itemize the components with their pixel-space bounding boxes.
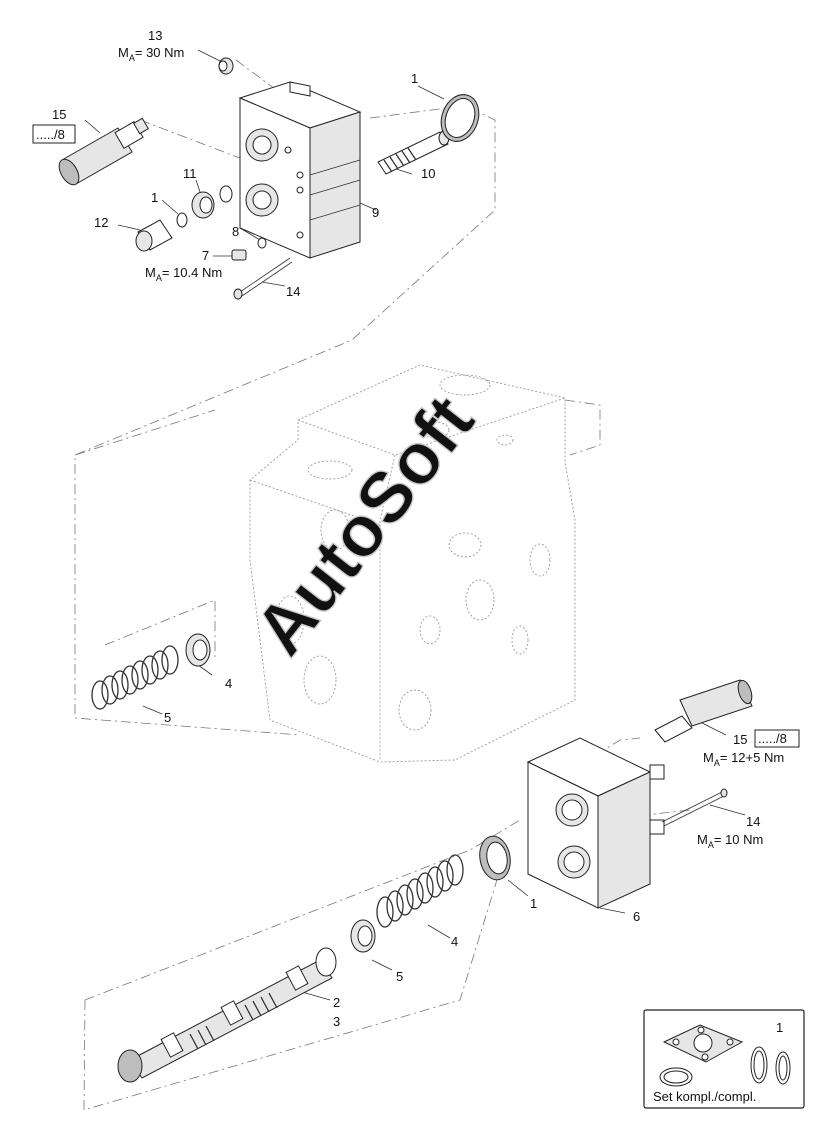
torque-15-lower: MA= 12+5 Nm bbox=[703, 750, 784, 768]
main-housing bbox=[249, 364, 576, 763]
callout-15-top: 15 bbox=[52, 107, 66, 122]
callout-3: 3 bbox=[333, 1014, 340, 1029]
bolt-14-lower bbox=[661, 788, 728, 827]
assembly-guide-lines bbox=[74, 59, 691, 1111]
callout-2: 2 bbox=[333, 995, 340, 1010]
seal-ring-1 bbox=[176, 212, 188, 228]
callout-1-lower: 1 bbox=[530, 896, 537, 911]
callout-11: 11 bbox=[183, 166, 197, 181]
callout-1-top: 1 bbox=[411, 71, 418, 86]
spring-4-lower bbox=[376, 854, 464, 928]
cover-1 bbox=[440, 94, 480, 142]
torque-14-lower: MA= 10 Nm bbox=[697, 832, 763, 850]
screw-7 bbox=[231, 249, 247, 261]
callout-12: 12 bbox=[94, 215, 108, 230]
callout-4-lower: 4 bbox=[451, 934, 458, 949]
nut-11 bbox=[191, 185, 233, 219]
cap-12 bbox=[135, 219, 173, 252]
callout-6: 6 bbox=[633, 909, 640, 924]
bolt-14 bbox=[233, 257, 293, 300]
callout-1-left: 1 bbox=[151, 190, 158, 205]
callout-14-lower: 14 bbox=[746, 814, 760, 829]
page-ref-lower: ...../8 bbox=[754, 729, 800, 748]
torque-7: MA= 10.4 Nm bbox=[145, 265, 222, 283]
plug-8 bbox=[257, 237, 267, 249]
seal-set-box bbox=[643, 1009, 805, 1109]
seal-ring-1-lower bbox=[479, 835, 511, 881]
callout-5-upper: 5 bbox=[164, 710, 171, 725]
solenoid-15-lower bbox=[654, 679, 753, 743]
middle-section bbox=[91, 633, 211, 710]
callout-5-lower: 5 bbox=[396, 969, 403, 984]
callout-labels: 13 1 15 11 10 1 12 9 8 7 14 4 5 15 14 1 … bbox=[52, 28, 783, 1035]
callout-8: 8 bbox=[232, 224, 239, 239]
callout-9: 9 bbox=[372, 205, 379, 220]
spring-seat-5-lower bbox=[350, 919, 376, 953]
page-ref-top: ...../8 bbox=[32, 124, 76, 144]
leader-lines bbox=[84, 49, 746, 1001]
valve-block-9 bbox=[238, 81, 362, 259]
plug-13 bbox=[218, 57, 234, 75]
callout-10: 10 bbox=[421, 166, 435, 181]
valve-block-6 bbox=[526, 737, 665, 909]
right-section bbox=[479, 679, 753, 909]
torque-specs: MA= 30 Nm MA= 10.4 Nm MA= 12+5 Nm MA= 10… bbox=[118, 45, 784, 850]
callout-1-set: 1 bbox=[776, 1020, 783, 1035]
lower-section bbox=[117, 854, 464, 1083]
spool-2-3 bbox=[117, 947, 337, 1083]
top-section bbox=[58, 57, 480, 300]
set-label: Set kompl./compl. bbox=[653, 1089, 756, 1104]
callout-14-top: 14 bbox=[286, 284, 300, 299]
callout-15-lower: 15 bbox=[733, 732, 747, 747]
spring-5-upper bbox=[91, 645, 179, 710]
callout-4-upper: 4 bbox=[225, 676, 232, 691]
callout-7: 7 bbox=[202, 248, 209, 263]
page-ref-lower-text: ...../8 bbox=[758, 731, 787, 746]
solenoid-15 bbox=[58, 117, 150, 186]
watermark-text: AutoSoft bbox=[240, 381, 490, 670]
page-ref-top-text: ...../8 bbox=[36, 127, 65, 142]
spring-seat-4-upper bbox=[185, 633, 211, 667]
torque-13: MA= 30 Nm bbox=[118, 45, 184, 63]
callout-13: 13 bbox=[148, 28, 162, 43]
spool-10 bbox=[377, 130, 450, 175]
